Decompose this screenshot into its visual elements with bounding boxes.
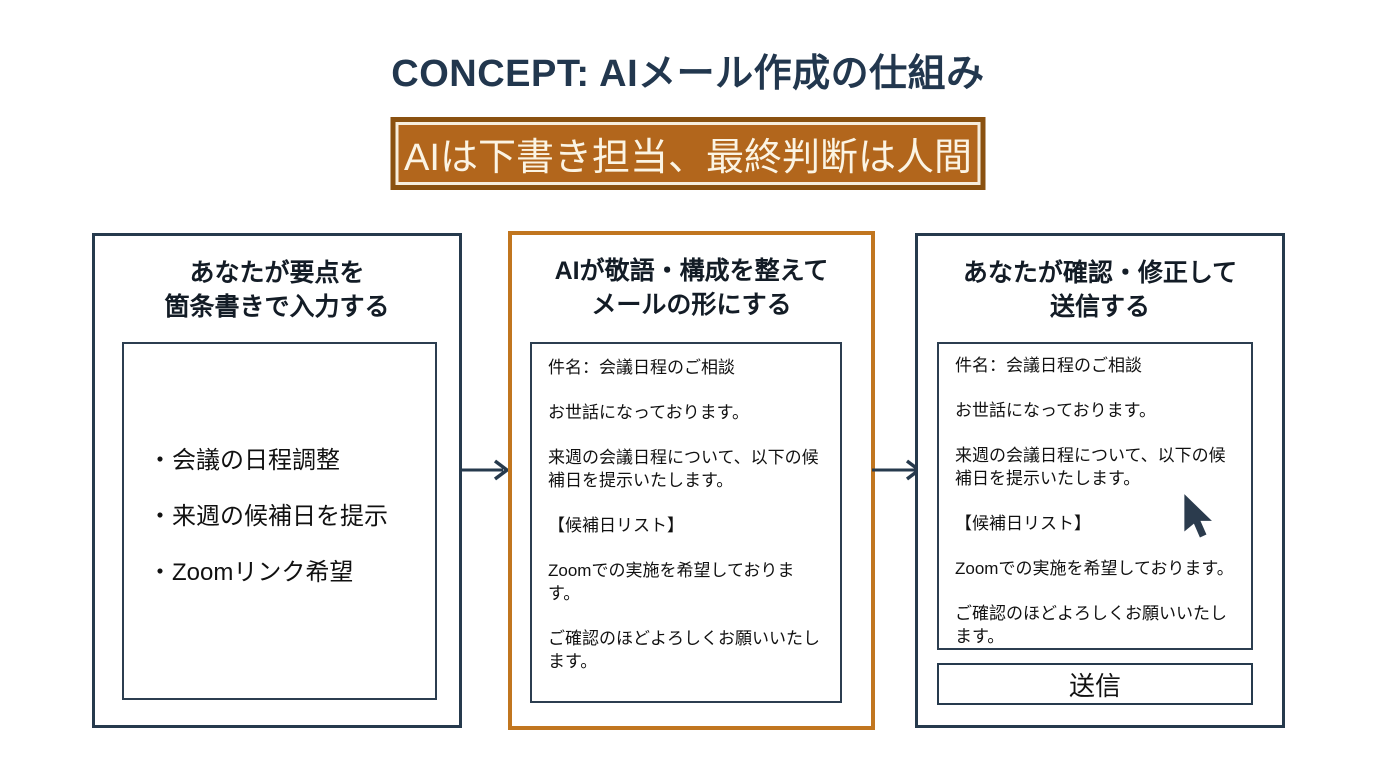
panel-title-line2: 箇条書きで入力する [164, 293, 390, 321]
bullet-list: ・会議の日程調整 ・来週の候補日を提示 ・Zoomリンク希望 [124, 344, 435, 587]
key-message-text: AIは下書き担当、最終判断は人間 [404, 137, 972, 179]
email-paragraph: 【候補日リスト】 [548, 516, 684, 535]
bullet-item: ・Zoomリンク希望 [148, 559, 354, 586]
email-paragraph: お世話になっております。 [955, 401, 1156, 420]
panel-review-send-title: あなたが確認・修正して 送信する [918, 256, 1282, 324]
panel-ai-draft-title: AIが敬語・構成を整えて メールの形にする [512, 254, 871, 322]
email-paragraph: ご確認のほどよろしくお願いいたします。 [955, 604, 1227, 646]
email-draft-box: 件名：会議日程のご相談 お世話になっております。 来週の会議日程について、以下の… [530, 342, 842, 703]
email-review-box: 件名：会議日程のご相談 お世話になっております。 来週の会議日程について、以下の… [937, 342, 1253, 650]
panel-user-input: あなたが要点を 箇条書きで入力する ・会議の日程調整 ・来週の候補日を提示 ・Z… [92, 233, 462, 728]
panel-title-line1: AIが敬語・構成を整えて [554, 257, 829, 285]
email-paragraph: お世話になっております。 [548, 403, 749, 422]
email-paragraph: Zoomでの実施を希望しております。 [548, 561, 795, 603]
bullet-input-box: ・会議の日程調整 ・来週の候補日を提示 ・Zoomリンク希望 [122, 342, 437, 700]
email-review-text: 件名：会議日程のご相談 お世話になっております。 来週の会議日程について、以下の… [939, 344, 1251, 648]
panel-ai-draft: AIが敬語・構成を整えて メールの形にする 件名：会議日程のご相談 お世話になっ… [508, 231, 875, 730]
panel-title-line2: 送信する [1049, 293, 1150, 321]
email-paragraph: Zoomでの実施を希望しております。 [955, 559, 1234, 578]
panel-review-send: あなたが確認・修正して 送信する 件名：会議日程のご相談 お世話になっております… [915, 233, 1285, 728]
email-subject: 件名：会議日程のご相談 [548, 358, 735, 377]
key-message-banner: AIは下書き担当、最終判断は人間 [390, 117, 986, 190]
arrow-right-icon [460, 459, 510, 481]
panel-title-line1: あなたが要点を [189, 259, 365, 287]
email-paragraph: 来週の会議日程について、以下の候補日を提示いたします。 [548, 448, 819, 490]
page-title: CONCEPT: AIメール作成の仕組み [391, 53, 985, 95]
bullet-item: ・来週の候補日を提示 [148, 503, 388, 530]
panel-user-input-title: あなたが要点を 箇条書きで入力する [95, 256, 459, 324]
panel-title-line1: あなたが確認・修正して [962, 259, 1238, 287]
email-draft-text: 件名：会議日程のご相談 お世話になっております。 来週の会議日程について、以下の… [532, 344, 840, 673]
panel-title-line2: メールの形にする [591, 291, 792, 319]
email-paragraph: 【候補日リスト】 [955, 514, 1091, 533]
bullet-item: ・会議の日程調整 [148, 447, 340, 474]
email-paragraph: 来週の会議日程について、以下の候補日を提示いたします。 [955, 446, 1226, 488]
email-subject: 件名：会議日程のご相談 [955, 356, 1142, 375]
send-button[interactable]: 送信 [937, 663, 1253, 705]
email-paragraph: ご確認のほどよろしくお願いいたします。 [548, 629, 820, 671]
mouse-cursor-icon [1184, 494, 1212, 538]
